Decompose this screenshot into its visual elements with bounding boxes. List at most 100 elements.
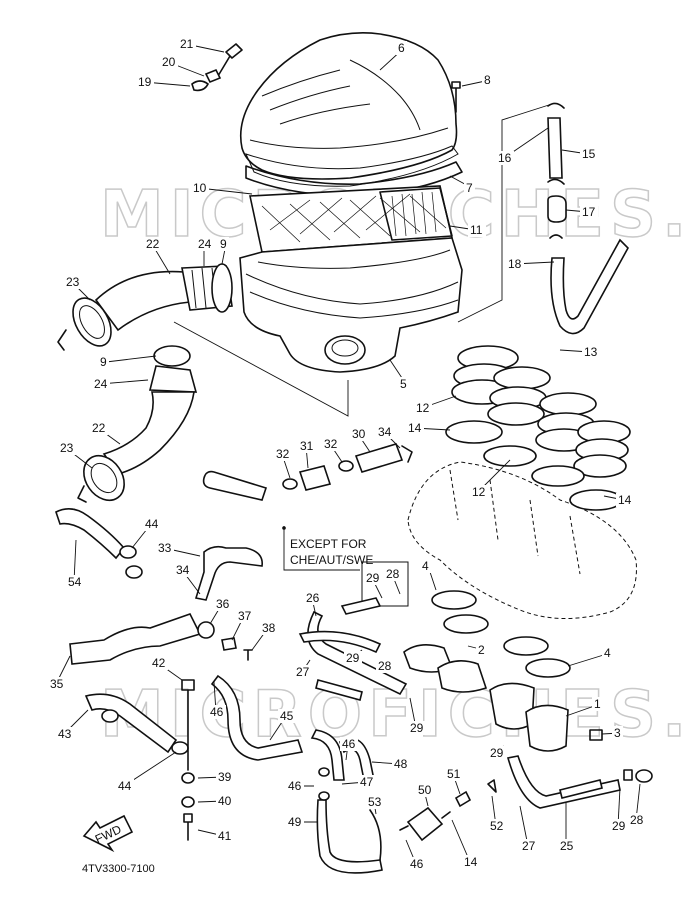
- callout-label-bg: [260, 621, 278, 635]
- callout-label-bg: [470, 485, 488, 499]
- callout-label-bg: [278, 709, 296, 723]
- callout-leader-9: [105, 355, 157, 363]
- callout-label-20: 20: [162, 55, 176, 69]
- callout-label-54: 54: [68, 575, 82, 589]
- carb-clamp-set: [451, 345, 631, 478]
- callout-label-25: 25: [560, 839, 574, 853]
- callout-label-29: 29: [366, 571, 380, 585]
- callout-label-bg: [376, 425, 394, 439]
- callout-label-13: 13: [584, 345, 598, 359]
- note-box: EXCEPT FOR CHE/AUT/SWE: [282, 526, 409, 607]
- engine-intake-stubs: [449, 469, 581, 575]
- callout-label-bg: [558, 839, 576, 853]
- callout-label-bg: [92, 377, 110, 391]
- callout-label-bg: [66, 575, 84, 589]
- callout-label-34: 34: [378, 425, 392, 439]
- callout-label-14: 14: [464, 855, 478, 869]
- callout-label-bg: [398, 377, 409, 391]
- callout-label-29: 29: [490, 746, 504, 760]
- callout-label-43: 43: [58, 727, 72, 741]
- callout-label-bg: [298, 439, 316, 453]
- callout-label-8: 8: [484, 73, 491, 87]
- callout-label-1: 1: [594, 697, 601, 711]
- callout-label-bg: [350, 427, 368, 441]
- callout-label-bg: [376, 659, 394, 673]
- callout-label-21: 21: [180, 37, 194, 51]
- callout-label-24: 24: [198, 237, 212, 251]
- callout-label-24: 24: [94, 377, 108, 391]
- sub-hose-assembly: [202, 443, 413, 501]
- callout-label-39: 39: [218, 770, 232, 784]
- callout-label-26: 26: [306, 591, 320, 605]
- callout-label-11: 11: [470, 223, 483, 237]
- callout-label-19: 19: [138, 75, 152, 89]
- lower-left-hose: [84, 679, 195, 771]
- callout-label-30: 30: [352, 427, 366, 441]
- callout-label-3: 3: [614, 726, 621, 740]
- callout-label-49: 49: [288, 815, 302, 829]
- callout-label-bg: [406, 421, 424, 435]
- callout-label-47: 47: [360, 775, 374, 789]
- callout-label-29: 29: [612, 819, 626, 833]
- callout-label-bg: [464, 181, 475, 195]
- callout-label-bg: [178, 37, 196, 51]
- callout-label-bg: [143, 517, 161, 531]
- callout-label-23: 23: [66, 275, 80, 289]
- callout-label-17: 17: [582, 205, 596, 219]
- callout-label-bg: [506, 257, 524, 271]
- hose-45: [210, 674, 304, 761]
- callout-label-34: 34: [176, 563, 190, 577]
- engine-outline: [407, 461, 637, 619]
- callout-label-14: 14: [618, 493, 632, 507]
- bolt-stack: [181, 772, 195, 841]
- callout-label-35: 35: [50, 677, 64, 691]
- callout-label-bg: [322, 437, 340, 451]
- callout-label-18: 18: [508, 257, 522, 271]
- carb-joint-set: [403, 590, 603, 752]
- callout-label-bg: [144, 237, 162, 251]
- callout-label-5: 5: [400, 377, 407, 391]
- callout-label-bg: [196, 237, 214, 251]
- left-hose-assembly: [55, 508, 263, 665]
- callout-label-bg: [592, 697, 603, 711]
- callout-label-bg: [520, 839, 538, 853]
- callout-label-bg: [286, 815, 304, 829]
- callout-label-29: 29: [346, 651, 360, 665]
- note-line-1: EXCEPT FOR: [290, 537, 367, 551]
- callout-label-38: 38: [262, 621, 276, 635]
- callout-label-bg: [160, 55, 178, 69]
- bolt-cover: [451, 81, 461, 113]
- callout-label-bg: [216, 794, 234, 808]
- callout-label-bg: [414, 401, 432, 415]
- callout-label-bg: [612, 726, 623, 740]
- callout-label-32: 32: [324, 437, 338, 451]
- callout-label-12: 12: [472, 485, 486, 499]
- hose-26-27: [298, 597, 408, 701]
- air-box-case: [239, 237, 463, 373]
- callout-label-bg: [56, 727, 74, 741]
- callout-label-bg: [408, 857, 426, 871]
- callout-label-31: 31: [300, 439, 314, 453]
- callout-label-52: 52: [490, 819, 504, 833]
- callout-label-bg: [476, 643, 487, 657]
- callout-label-bg: [150, 656, 168, 670]
- callout-label-bg: [344, 651, 362, 665]
- callout-label-28: 28: [630, 813, 644, 827]
- callout-label-bg: [482, 73, 493, 87]
- callout-label-bg: [488, 819, 506, 833]
- callout-label-bg: [392, 757, 410, 771]
- callout-label-22: 22: [146, 237, 160, 251]
- callout-label-48: 48: [394, 757, 408, 771]
- callout-label-bg: [358, 775, 376, 789]
- air-box-cover: [239, 32, 459, 187]
- breather-reference-line: [457, 103, 553, 323]
- callout-label-bg: [294, 665, 312, 679]
- callout-label-bg: [364, 571, 382, 585]
- callout-label-bg: [408, 721, 426, 735]
- callout-label-23: 23: [60, 441, 74, 455]
- callout-label-46: 46: [210, 705, 224, 719]
- callout-label-bg: [416, 783, 434, 797]
- callout-label-10: 10: [193, 181, 207, 195]
- callout-label-12: 12: [416, 401, 430, 415]
- forward-arrow: FWD: [82, 814, 134, 853]
